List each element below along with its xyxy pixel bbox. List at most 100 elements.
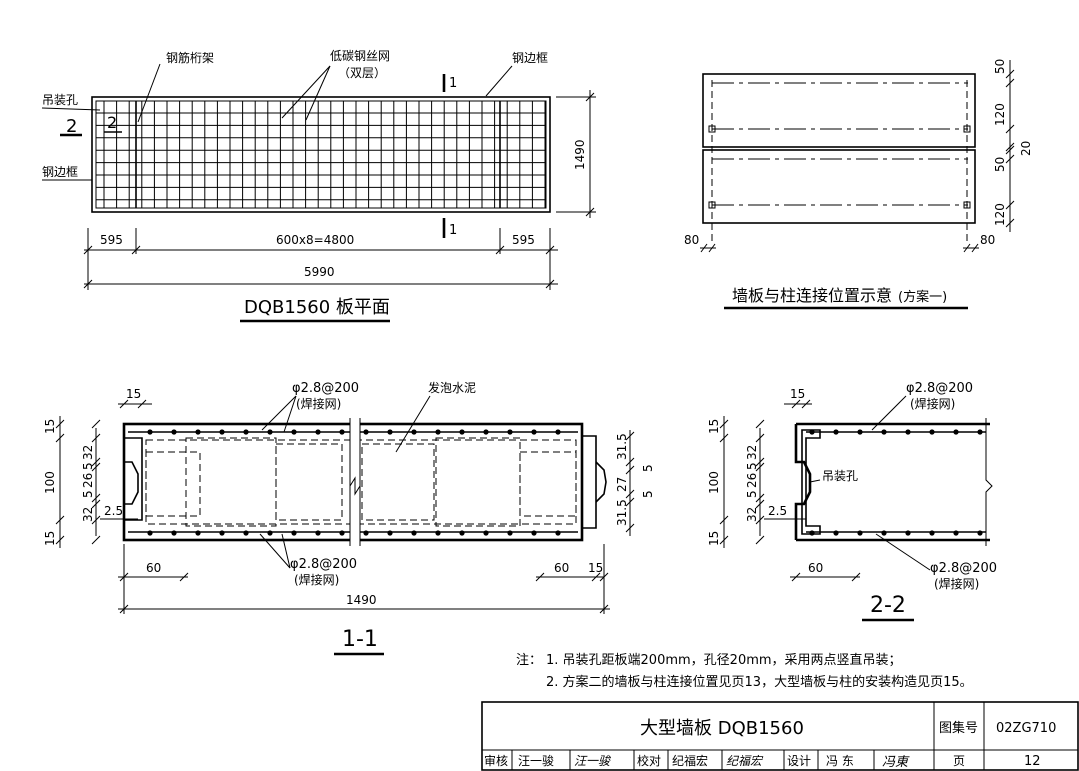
dim-tick (755, 535, 765, 545)
s22-rebar-top-label: φ2.8@200 (906, 381, 973, 396)
connector-ul (708, 125, 716, 133)
dim-1490: 1490 (573, 139, 587, 170)
rebar-dot (905, 429, 911, 435)
section11-right-tongue (582, 435, 597, 529)
dim-tick (1005, 142, 1015, 152)
internal-dash-box (275, 443, 343, 521)
dim-tick (1005, 69, 1015, 79)
tb-check-sign: 纪福宏 (726, 754, 764, 768)
label-frame-top: 钢边框 (512, 51, 548, 65)
section11-left-channel (124, 461, 139, 505)
rebar-dot (363, 530, 369, 536)
section22-break (985, 418, 993, 546)
dim-26: 26 (81, 473, 95, 488)
section-mark-2-left: 2 (66, 116, 77, 137)
s22-dim-100: 100 (707, 471, 721, 494)
rebar-top-sub: (焊接网) (296, 396, 341, 411)
dim-2-5: 2.5 (104, 504, 123, 518)
section22-left-edge (794, 424, 812, 540)
dim-tick (755, 462, 765, 472)
note-line-1: 1. 吊装孔距板端200mm，孔径20mm，采用两点竖直吊装； (546, 653, 902, 668)
dim-tick (755, 457, 765, 467)
dim-tick (719, 419, 729, 429)
s22-rebar-top-sub: (焊接网) (910, 396, 955, 411)
dim-120a: 120 (993, 103, 1007, 126)
label-lift-hole: 吊装孔 (42, 93, 78, 107)
leader-frame-top (485, 65, 513, 97)
dim-tick (755, 433, 765, 443)
dim-5c: 5 (641, 464, 655, 472)
s22-rebar-bottom-label: φ2.8@200 (930, 561, 997, 576)
dim-tick (755, 499, 765, 509)
rebar-dot (243, 530, 249, 536)
rebar-dot (833, 530, 839, 536)
internal-dash-box (519, 451, 577, 517)
rebar-dot (809, 429, 815, 435)
dim-tick (55, 433, 65, 443)
rebar-dot (881, 429, 887, 435)
dim-tick (91, 457, 101, 467)
notes-lead: 注： (516, 653, 542, 668)
tb-design-sign: 冯東 (882, 755, 910, 770)
section-mark-2-right: 2 (107, 113, 117, 132)
dim-80-left: 80 (684, 233, 699, 247)
dim-120b: 120 (993, 203, 1007, 226)
rebar-dot (411, 530, 417, 536)
dim-60-right: 60 (554, 561, 569, 575)
rebar-dot (219, 429, 225, 435)
s22-dim-60: 60 (808, 561, 823, 575)
s22-dim-26: 26 (745, 473, 759, 488)
plan-view: 钢筋桁架 低碳钢丝网 （双层） 钢边框 吊装孔 钢边框 2 2 1 1 595 … (41, 49, 596, 323)
section-mark-1-top-label: 1 (449, 76, 457, 91)
dim-50a: 50 (993, 59, 1007, 74)
tb-atlas-no: 02ZG710 (996, 721, 1056, 736)
rebar-dot (531, 530, 537, 536)
dim-tick (1005, 218, 1015, 228)
rebar-dot (953, 530, 959, 536)
s22-dim-15-b: 15 (707, 531, 721, 546)
dim-80-right: 80 (980, 233, 995, 247)
break-zigzag (349, 476, 361, 496)
rebar-dot (459, 530, 465, 536)
dim-tick (91, 499, 101, 509)
section-2-2: φ2.8@200 (焊接网) φ2.8@200 (焊接网) 吊装孔 15 100… (707, 381, 997, 622)
label-mesh: 低碳钢丝网 (330, 49, 390, 63)
leader-truss (137, 63, 161, 123)
rebar-dot (267, 530, 273, 536)
leader-mesh-b (305, 65, 331, 121)
leader-s22-rebar-top (871, 395, 907, 431)
section-1-1: φ2.8@200 (焊接网) 发泡水泥 φ2.8@200 (焊接网) 15 10… (43, 380, 655, 656)
dim-32a: 32 (81, 445, 95, 460)
leader-s22-lift-hole (809, 479, 821, 483)
tb-atlas-label: 图集号 (939, 720, 978, 736)
tb-page-label: 页 (953, 754, 965, 768)
s22-dim-5a: 5 (745, 462, 759, 470)
dim-tick (55, 535, 65, 545)
dim-15-left-a: 15 (43, 419, 57, 434)
title-block: 大型墙板 DQB1560 图集号 02ZG710 审核 汪一骏 汪一骏 校对 纪… (481, 701, 1079, 771)
tb-design-name: 冯 东 (826, 754, 854, 768)
panel-inner-frame (95, 100, 547, 209)
dim-tick (1005, 78, 1015, 88)
rebar-dot (147, 530, 153, 536)
foam-label: 发泡水泥 (428, 380, 476, 395)
rebar-dot (291, 530, 297, 536)
dim-tick (719, 515, 729, 525)
dim-50b: 50 (993, 157, 1007, 172)
rebar-dot (507, 429, 513, 435)
dim-tick (719, 535, 729, 545)
s22-lift-hole: 吊装孔 (822, 469, 858, 483)
leader-s22-rebar-bottom (875, 533, 931, 571)
s22-rebar-bottom-sub: (焊接网) (934, 576, 979, 591)
rebar-dot (459, 429, 465, 435)
rebar-top-label: φ2.8@200 (292, 381, 359, 396)
rebar-dot (171, 429, 177, 435)
tb-check-label: 校对 (637, 753, 661, 768)
dim-100: 100 (43, 471, 57, 494)
rebar-dot (411, 429, 417, 435)
panel-outline (91, 96, 551, 213)
dim-tick (719, 433, 729, 443)
s22-dim-15-a: 15 (707, 419, 721, 434)
rebar-dot (857, 429, 863, 435)
s22-dim-32b: 32 (745, 507, 759, 522)
